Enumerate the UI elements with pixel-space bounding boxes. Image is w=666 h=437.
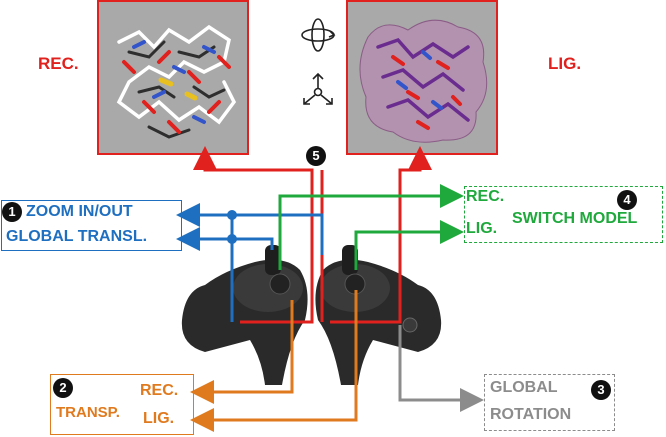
switch-rec-label: REC.	[466, 188, 505, 205]
zoom-label: ZOOM IN/OUT	[26, 203, 133, 220]
transp-label: TRANSP.	[56, 404, 120, 421]
badge-5: 5	[306, 146, 326, 166]
transparency-box	[50, 374, 194, 435]
badge-2: 2	[53, 378, 73, 398]
receptor-label: REC.	[38, 54, 79, 73]
ligand-label: LIG.	[548, 54, 582, 73]
badge-1: 1	[2, 202, 22, 222]
switch-model-label: SWITCH MODEL	[512, 210, 638, 227]
transp-lig-label: LIG.	[143, 410, 175, 427]
rotate-3d-icon	[301, 18, 336, 52]
receptor-molecule-icon	[116, 24, 237, 139]
badge-4: 4	[617, 190, 637, 210]
move-3d-icon	[303, 72, 333, 105]
global-label: GLOBAL	[490, 379, 558, 396]
rotation-label: ROTATION	[490, 406, 572, 423]
zoom-translate-box	[1, 200, 182, 251]
badge-3: 3	[591, 380, 611, 400]
global-rotation-box	[484, 374, 615, 431]
transp-rec-label: REC.	[140, 382, 179, 399]
global-translate-label: GLOBAL TRANSL.	[6, 228, 148, 245]
switch-model-box	[464, 186, 663, 243]
ligand-molecule-icon	[359, 19, 488, 143]
switch-lig-label: LIG.	[466, 220, 498, 237]
ligand-panel	[346, 0, 498, 155]
receptor-panel	[97, 0, 249, 155]
